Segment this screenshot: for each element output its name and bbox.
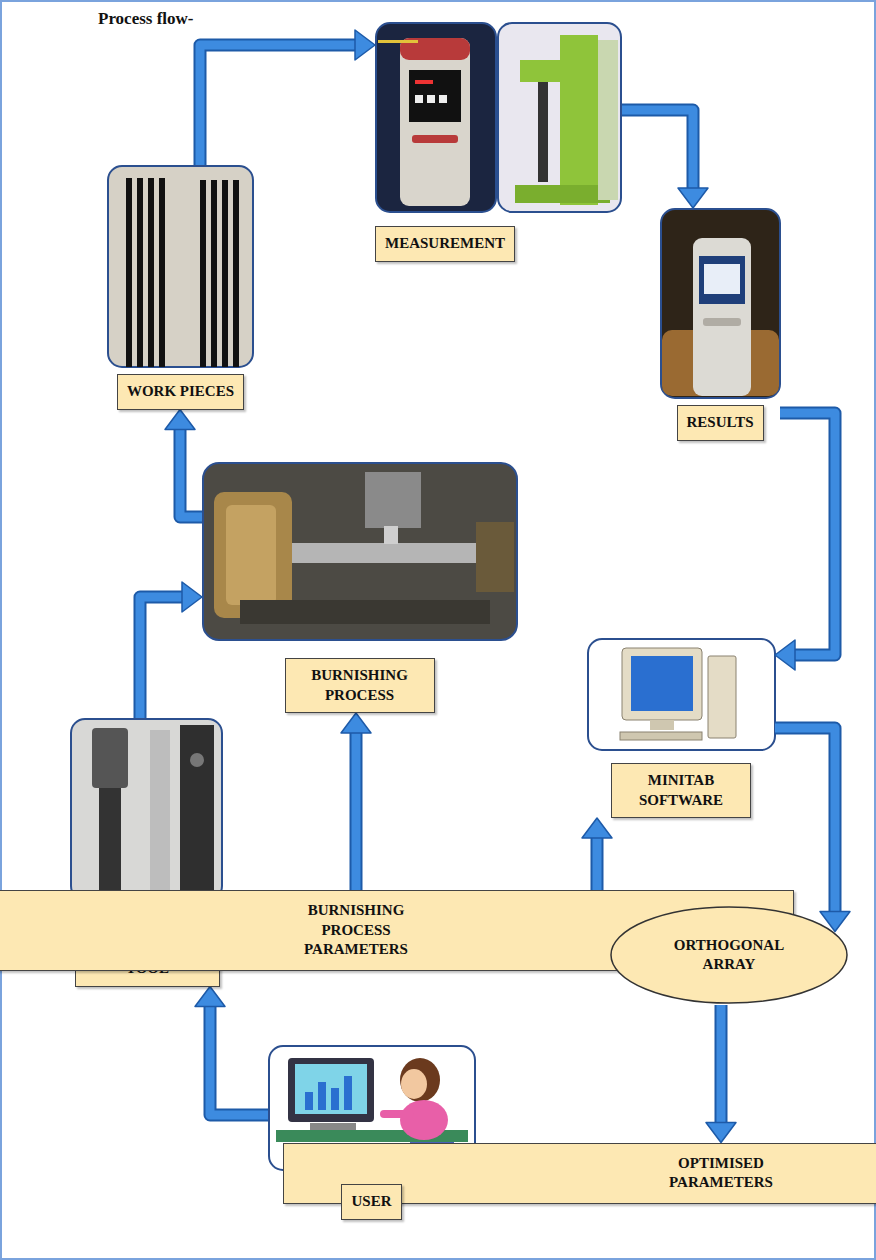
arrow-heads bbox=[195, 987, 225, 1007]
flow-arrow bbox=[622, 110, 708, 208]
arrow-heads bbox=[341, 713, 371, 733]
step-text: BURNISHING PROCESS PARAMETERS bbox=[291, 901, 421, 960]
photo-area bbox=[660, 208, 780, 398]
step-node: MINITAB SOFTWARE bbox=[587, 638, 775, 818]
photo-area bbox=[107, 165, 254, 367]
step-text: ORTHOGONAL ARRAY bbox=[664, 936, 794, 975]
arrow-head bbox=[775, 640, 795, 670]
step-label: MEASUREMENT bbox=[375, 226, 515, 262]
step-text: BURNISHING PROCESS bbox=[295, 666, 425, 705]
lathe-photo bbox=[203, 463, 517, 640]
measurement-photo bbox=[376, 23, 621, 212]
ellipse-shape bbox=[611, 907, 847, 1003]
arrow-head bbox=[355, 30, 375, 60]
arrow-line bbox=[717, 1005, 726, 1123]
arrow-outline bbox=[210, 1007, 268, 1116]
workpieces-photo bbox=[108, 166, 253, 367]
step-text: OPTIMISED PARAMETERS bbox=[656, 1154, 786, 1193]
step-node: RESULTS bbox=[660, 208, 780, 441]
step-text: MEASUREMENT bbox=[385, 234, 505, 254]
flow-arrow bbox=[200, 30, 375, 165]
arrow-head bbox=[706, 1123, 736, 1143]
tool-photo bbox=[71, 719, 222, 900]
arrow-line bbox=[352, 733, 361, 890]
arrow-heads bbox=[182, 582, 202, 612]
arrow-line bbox=[200, 45, 355, 165]
arrow-outline bbox=[622, 110, 693, 188]
arrow-head bbox=[678, 188, 708, 208]
step-text: MINITAB SOFTWARE bbox=[621, 771, 741, 810]
step-text: RESULTS bbox=[687, 413, 754, 433]
arrow-line bbox=[622, 110, 693, 188]
step-node: WORK PIECES bbox=[107, 165, 254, 410]
arrow-outline bbox=[140, 597, 182, 718]
step-text: WORK PIECES bbox=[127, 382, 234, 402]
arrow-outline bbox=[715, 1005, 728, 1123]
step-label: MINITAB SOFTWARE bbox=[611, 763, 751, 818]
arrow-head bbox=[582, 818, 612, 838]
arrow-head bbox=[165, 410, 195, 430]
arrow-head bbox=[195, 987, 225, 1007]
arrow-line bbox=[775, 728, 835, 912]
step-label: USER bbox=[341, 1184, 401, 1220]
arrow-heads bbox=[678, 188, 708, 208]
computer-clipart bbox=[588, 639, 775, 750]
arrow-outline bbox=[780, 413, 835, 655]
arrow-heads bbox=[355, 30, 375, 60]
photo-area bbox=[587, 638, 775, 750]
step-node: MEASUREMENT bbox=[375, 22, 622, 262]
flow-arrow bbox=[140, 582, 202, 718]
flow-arrow bbox=[775, 413, 835, 670]
photo-area bbox=[55, 718, 240, 900]
arrow-outline bbox=[350, 733, 363, 890]
photo-area bbox=[268, 1045, 475, 1170]
arrow-line bbox=[210, 1007, 268, 1116]
ellipse-text-holder: ORTHOGONAL ARRAY bbox=[664, 936, 794, 975]
flow-arrow bbox=[195, 987, 268, 1116]
flow-arrow bbox=[706, 1005, 736, 1143]
step-text: USER bbox=[351, 1192, 391, 1212]
flow-arrow bbox=[165, 410, 202, 518]
diagram-title: Process flow- bbox=[98, 9, 194, 29]
results-photo bbox=[661, 209, 780, 398]
photo-area bbox=[202, 462, 517, 640]
arrow-line bbox=[180, 430, 202, 518]
arrow-heads bbox=[706, 1123, 736, 1143]
step-label: RESULTS bbox=[677, 405, 764, 441]
step-label: BURNISHING PROCESS bbox=[285, 658, 435, 713]
arrow-heads bbox=[775, 640, 795, 670]
ellipse-node: ORTHOGONAL ARRAY bbox=[609, 905, 849, 1005]
arrow-line bbox=[140, 597, 182, 718]
step-node: BURNISHING PROCESS bbox=[202, 462, 517, 713]
step-node: USER bbox=[268, 1045, 475, 1220]
arrow-head bbox=[341, 713, 371, 733]
flow-arrow bbox=[341, 713, 371, 890]
photo-area bbox=[375, 22, 622, 212]
arrow-outline bbox=[775, 728, 835, 912]
arrow-outline bbox=[180, 430, 202, 518]
ellipse-outline bbox=[609, 905, 849, 1005]
arrow-outline bbox=[200, 45, 355, 165]
arrow-line bbox=[780, 413, 835, 655]
step-label: WORK PIECES bbox=[117, 374, 244, 410]
arrow-heads bbox=[165, 410, 195, 430]
arrow-head bbox=[182, 582, 202, 612]
